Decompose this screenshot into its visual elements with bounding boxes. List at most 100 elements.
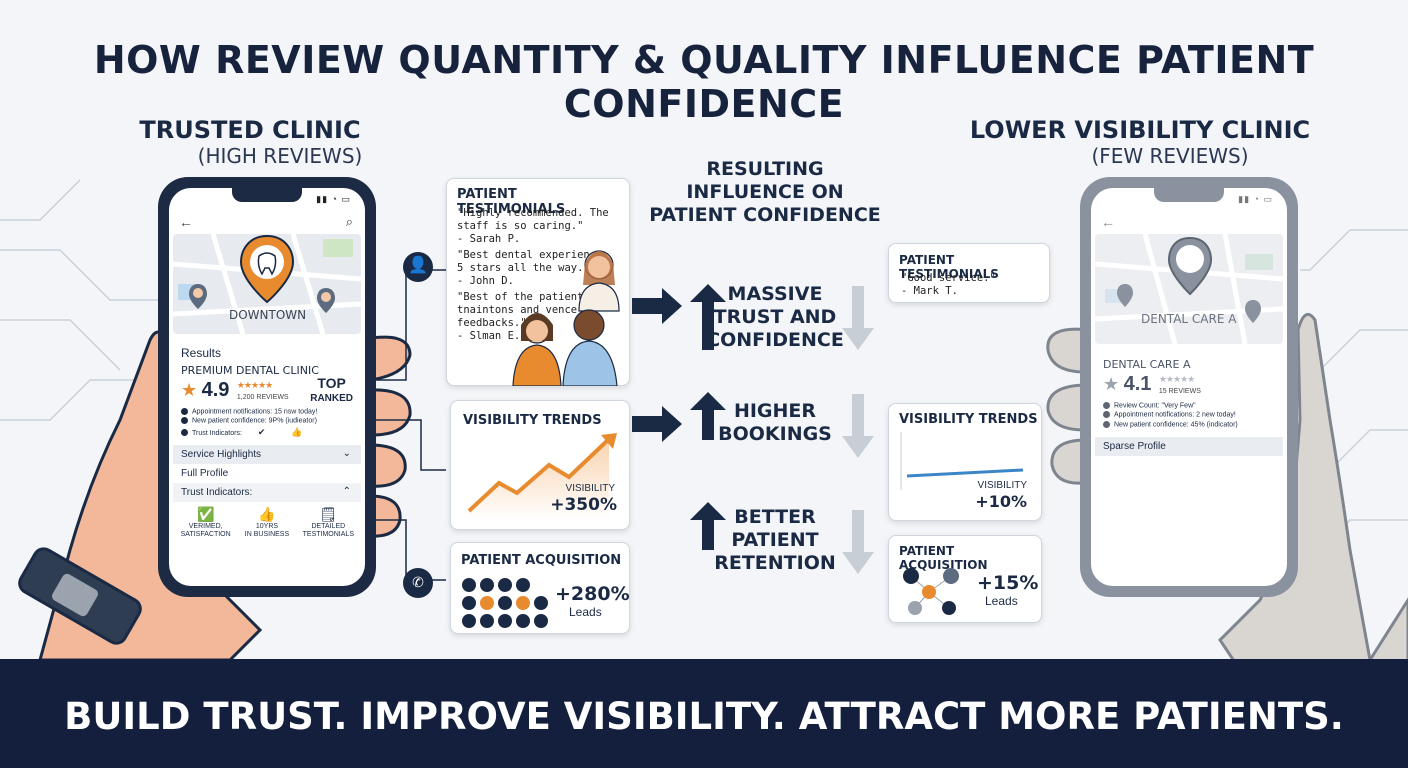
right-hand-illustration xyxy=(1046,312,1408,670)
ranked-badge: RANKED xyxy=(310,393,353,404)
panel-title: PATIENT ACQUISITION xyxy=(899,544,988,572)
left-visibility-panel: VISIBILITY TRENDS VISIBILITY +350% xyxy=(450,400,630,530)
right-section-title: LOWER VISIBILITY CLINIC xyxy=(969,116,1311,144)
trust-indicators-row[interactable]: Trust Indicators:⌃ xyxy=(173,482,361,502)
sparse-profile-row[interactable]: Sparse Profile xyxy=(1095,437,1283,457)
visibility-label: VISIBILITY xyxy=(977,480,1027,491)
phone-notch xyxy=(232,188,302,202)
signal-battery-icon: ▮▮ ◔ ▭ xyxy=(1238,194,1273,204)
map-view[interactable]: DENTAL CARE A xyxy=(1095,234,1283,344)
rating-value: 4.9 xyxy=(201,379,230,401)
stat-line: Trust Indicators: ✔ 👍 xyxy=(173,426,361,439)
right-phone: ▮▮ ◔ ▭ ← DENTAL CARE A DENTAL CARE A ★ 4… xyxy=(1080,177,1298,597)
left-phone: ▮▮ ◔ ▭ ← ⌕ DOWNTOWN Results PREMIUM DENT… xyxy=(158,177,376,597)
phone-notch xyxy=(1154,188,1224,202)
status-bar: ▮▮ ◔ ▭ xyxy=(169,188,365,212)
signal-battery-icon: ▮▮ ◔ ▭ xyxy=(316,194,351,204)
patient-network-icon xyxy=(903,568,959,615)
results-card: Results PREMIUM DENTAL CLINIC ★ 4.9 ★★★★… xyxy=(173,340,361,539)
top-badge: TOP xyxy=(317,375,346,391)
chevron-up-icon: ⌃ xyxy=(342,485,351,497)
map-label: DENTAL CARE A xyxy=(1141,312,1237,326)
influence-arrows xyxy=(632,284,874,574)
visibility-label: VISIBILITY xyxy=(565,483,615,494)
rating-row: ★ 4.9 ★★★★★ 1,200 REVIEWS TOP RANKED xyxy=(173,375,361,404)
testimonial-quote: "Best dental experience.5 stars all the … xyxy=(457,249,609,287)
back-arrow-icon[interactable]: ← xyxy=(179,214,193,230)
panel-title: PATIENT TESTIMONIALS xyxy=(899,253,999,281)
results-heading: Results xyxy=(181,346,222,360)
document-icon: 🗒 xyxy=(319,505,338,522)
right-section-subtitle: (FEW REVIEWS) xyxy=(1091,144,1249,168)
thumbs-up-icon: 👍 xyxy=(258,505,276,522)
panel-title: PATIENT TESTIMONIALS xyxy=(457,187,566,217)
left-section-title: TRUSTED CLINIC xyxy=(139,116,361,144)
search-icon[interactable]: ⌕ xyxy=(345,214,353,229)
testimonial-quote: "Good service."- Mark T. xyxy=(901,272,996,297)
bullet-icon xyxy=(181,417,188,425)
left-testimonials-panel: PATIENT TESTIMONIALS "Highly recommended… xyxy=(446,178,630,386)
small-map-pin-icon xyxy=(1245,300,1261,323)
indicator-satisfaction: ✅ VERIMED,SATISFACTION xyxy=(176,506,236,539)
acquisition-label: Leads xyxy=(569,605,602,619)
dental-map-pin-icon[interactable] xyxy=(237,234,297,306)
star-icon: ★ xyxy=(181,380,198,400)
rating-row: ★ 4.1 ★★★★★ 15 REVIEWS xyxy=(1095,371,1283,395)
app-bar: ← ⌕ xyxy=(169,212,365,234)
check-circle-icon: ✔ xyxy=(257,426,266,437)
visibility-value: +350% xyxy=(550,495,617,515)
dental-map-pin-icon[interactable] xyxy=(1165,234,1215,298)
user-circle-icon: 👤 xyxy=(403,252,433,282)
back-arrow-icon[interactable]: ← xyxy=(1101,214,1115,230)
rating-stars: ★★★★★ xyxy=(236,380,273,390)
bullet-icon xyxy=(1103,420,1110,428)
panel-title: PATIENT ACQUISITION xyxy=(461,553,622,568)
status-bar: ▮▮ ◔ ▭ xyxy=(1091,188,1287,212)
results-card: DENTAL CARE A ★ 4.1 ★★★★★ 15 REVIEWS Rev… xyxy=(1095,352,1283,457)
panel-title: VISIBILITY TRENDS xyxy=(899,412,1038,427)
right-acquisition-panel: PATIENT ACQUISITION +15% Leads xyxy=(888,535,1042,623)
map-label: DOWNTOWN xyxy=(229,308,307,322)
left-phone-screen: ▮▮ ◔ ▭ ← ⌕ DOWNTOWN Results PREMIUM DENT… xyxy=(169,188,365,586)
acquisition-value: +280% xyxy=(555,583,630,605)
clinic-name: PREMIUM DENTAL CLINIC xyxy=(181,364,319,377)
bullet-icon xyxy=(1103,402,1110,409)
chevron-down-icon: ⌄ xyxy=(342,447,351,459)
review-count: 1,200 REVIEWS xyxy=(236,394,289,401)
small-map-pin-icon xyxy=(1117,284,1133,307)
acquisition-label: Leads xyxy=(985,594,1018,608)
rating-stars: ★★★★★ xyxy=(1158,374,1195,384)
rating-value: 4.1 xyxy=(1123,373,1152,395)
clinic-name: DENTAL CARE A xyxy=(1103,358,1191,371)
visibility-flat-chart xyxy=(900,432,1024,490)
stat-line: Appointment notifications: 2 new today! xyxy=(1095,410,1283,419)
small-map-pin-icon xyxy=(317,288,335,313)
stat-line: New patient confidence: 9P% (iudieator) xyxy=(173,416,361,425)
background-circuit-lines xyxy=(0,179,1408,551)
stat-line: Review Count: "Very Few" xyxy=(1095,401,1283,410)
bullet-icon xyxy=(1103,411,1110,419)
app-bar: ← xyxy=(1091,212,1287,234)
full-profile-row[interactable]: Full Profile xyxy=(181,467,229,479)
visibility-trend-chart xyxy=(467,433,617,521)
patient-network-icon xyxy=(462,578,548,628)
phone-call-icon: ✆ xyxy=(403,568,433,598)
review-count: 15 REVIEWS xyxy=(1158,388,1201,395)
small-map-pin-icon xyxy=(189,284,207,309)
service-highlights-row[interactable]: Service Highlights⌄ xyxy=(173,444,361,464)
visibility-value: +10% xyxy=(975,492,1027,511)
footer-banner: BUILD TRUST. IMPROVE VISIBILITY. ATTRACT… xyxy=(0,659,1408,768)
bullet-icon xyxy=(181,429,188,437)
acquisition-value: +15% xyxy=(977,572,1039,594)
thumbs-up-icon: 👍 xyxy=(291,426,303,437)
right-visibility-panel: VISIBILITY TRENDS VISIBILITY +10% xyxy=(888,403,1042,521)
happy-patients-illustration xyxy=(512,250,620,386)
map-view[interactable]: DOWNTOWN xyxy=(173,234,361,334)
left-connectors xyxy=(376,269,446,581)
bullet-icon xyxy=(181,408,188,415)
